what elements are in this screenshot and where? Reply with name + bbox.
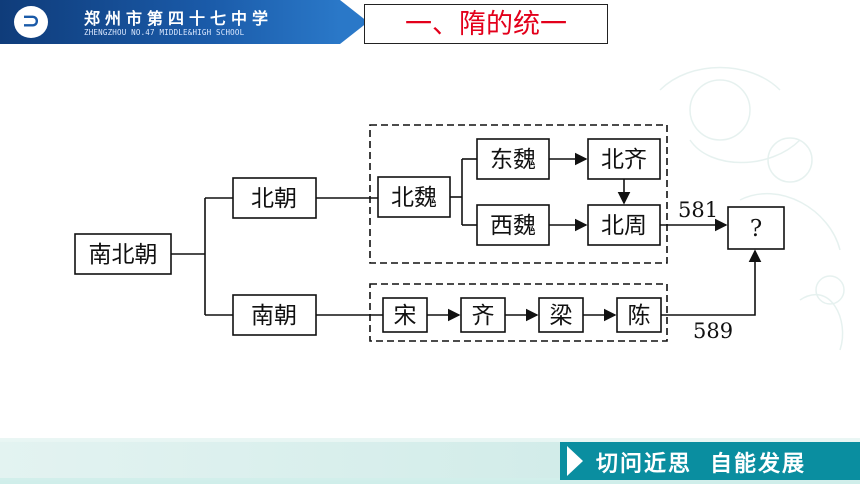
chen-label: 陈 bbox=[628, 303, 651, 329]
north-wei-label: 北魏 bbox=[391, 185, 437, 211]
liang-label: 梁 bbox=[550, 303, 573, 329]
footer-strip bbox=[0, 442, 560, 478]
result-box bbox=[727, 206, 785, 250]
northern-dynasties-group bbox=[369, 124, 668, 264]
north-qi-label: 北齐 bbox=[601, 147, 647, 173]
footer-motto-left: 切问近思 bbox=[596, 452, 693, 477]
qi-box bbox=[460, 297, 506, 333]
chen-box bbox=[616, 297, 662, 333]
east-wei-label: 东魏 bbox=[490, 147, 536, 173]
section-title: 一、隋的统一 bbox=[364, 4, 608, 44]
south-label: 南朝 bbox=[251, 303, 297, 329]
song-label: 宋 bbox=[394, 303, 417, 329]
root-label: 南北朝 bbox=[89, 242, 158, 268]
north-zhou-box bbox=[587, 204, 661, 246]
result-label: ? bbox=[750, 216, 762, 242]
north-wei-box bbox=[377, 176, 451, 218]
footer-motto-right: 自能发展 bbox=[710, 452, 807, 477]
south-box bbox=[232, 294, 317, 336]
root-box bbox=[74, 233, 172, 275]
liang-box bbox=[538, 297, 584, 333]
year-581-label: 581 bbox=[678, 198, 718, 222]
school-name: 郑州市第四十七中学 bbox=[84, 9, 274, 28]
school-logo-icon: ⊃ bbox=[14, 6, 48, 38]
north-label: 北朝 bbox=[251, 186, 297, 212]
north-box bbox=[232, 177, 317, 219]
background-decoration bbox=[659, 66, 845, 351]
school-name-english: ZHENGZHOU NO.47 MIDDLE&HIGH SCHOOL bbox=[84, 28, 245, 37]
header-banner: ⊃ 郑州市第四十七中学 ZHENGZHOU NO.47 MIDDLE&HIGH … bbox=[0, 0, 368, 44]
footer-motto: 切问近思自能发展 bbox=[596, 446, 806, 478]
southern-dynasties-group bbox=[369, 283, 668, 342]
qi-label: 齐 bbox=[472, 303, 495, 329]
west-wei-label: 西魏 bbox=[490, 213, 536, 239]
song-box bbox=[382, 297, 428, 333]
footer-label-block bbox=[560, 442, 860, 480]
chevron-right-icon bbox=[567, 446, 583, 476]
west-wei-box bbox=[476, 204, 550, 246]
year-589-label: 589 bbox=[693, 319, 733, 343]
north-zhou-label: 北周 bbox=[601, 213, 647, 239]
